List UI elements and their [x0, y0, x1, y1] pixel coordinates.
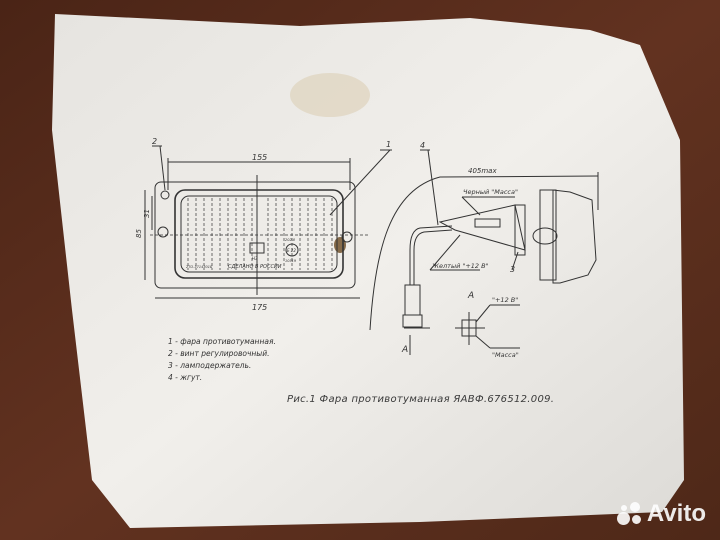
callout-1: 1	[386, 140, 391, 149]
view-label: А	[467, 291, 474, 301]
side-view	[369, 149, 599, 355]
legend-item: 4 - жгут.	[168, 373, 203, 382]
legend: 1 - фара противотуманная. 2 - винт регул…	[168, 336, 276, 384]
black-wire-label: Черный "Масса"	[463, 188, 518, 196]
yellow-wire-label: Желтый "+12 В"	[431, 262, 489, 270]
legend-item: 1 - фара противотуманная.	[168, 337, 276, 346]
dim-length: 405max	[468, 167, 497, 175]
view-plus-label: "+12 В"	[492, 296, 518, 304]
dim-hole: 31	[143, 209, 151, 218]
callout-4: 4	[420, 141, 425, 150]
lens-mark: E 22	[287, 248, 296, 253]
view-ground-label: "Масса"	[492, 351, 519, 359]
figure-caption: Рис.1 Фара противотуманная ЯАВФ.676512.0…	[287, 394, 555, 405]
callout-3: 3	[510, 265, 515, 274]
lens-code: 2ТО-3714301Б	[186, 265, 213, 269]
lens-h3: Н3	[252, 256, 258, 261]
dim-width-inner: 155	[252, 153, 267, 162]
lens-made: СДЕЛАНО В РОССИИ	[228, 264, 282, 270]
section-mark: А	[401, 345, 408, 355]
lens-num-bottom: 10519	[285, 259, 297, 263]
avito-watermark: Avito	[616, 500, 706, 528]
dim-width-outer: 175	[252, 303, 267, 312]
stain-spot	[334, 237, 346, 253]
callout-2: 2	[152, 137, 157, 146]
avito-logo-icon	[616, 502, 643, 526]
dim-height: 85	[135, 229, 143, 238]
avito-text: Avito	[646, 500, 706, 527]
stain	[290, 73, 370, 117]
lens-num-top: 202.8	[285, 238, 296, 242]
front-view	[144, 145, 392, 299]
paper-sheet	[52, 14, 684, 528]
legend-item: 3 - ламподержатель.	[168, 361, 252, 370]
legend-item: 2 - винт регулировочный.	[168, 349, 270, 358]
